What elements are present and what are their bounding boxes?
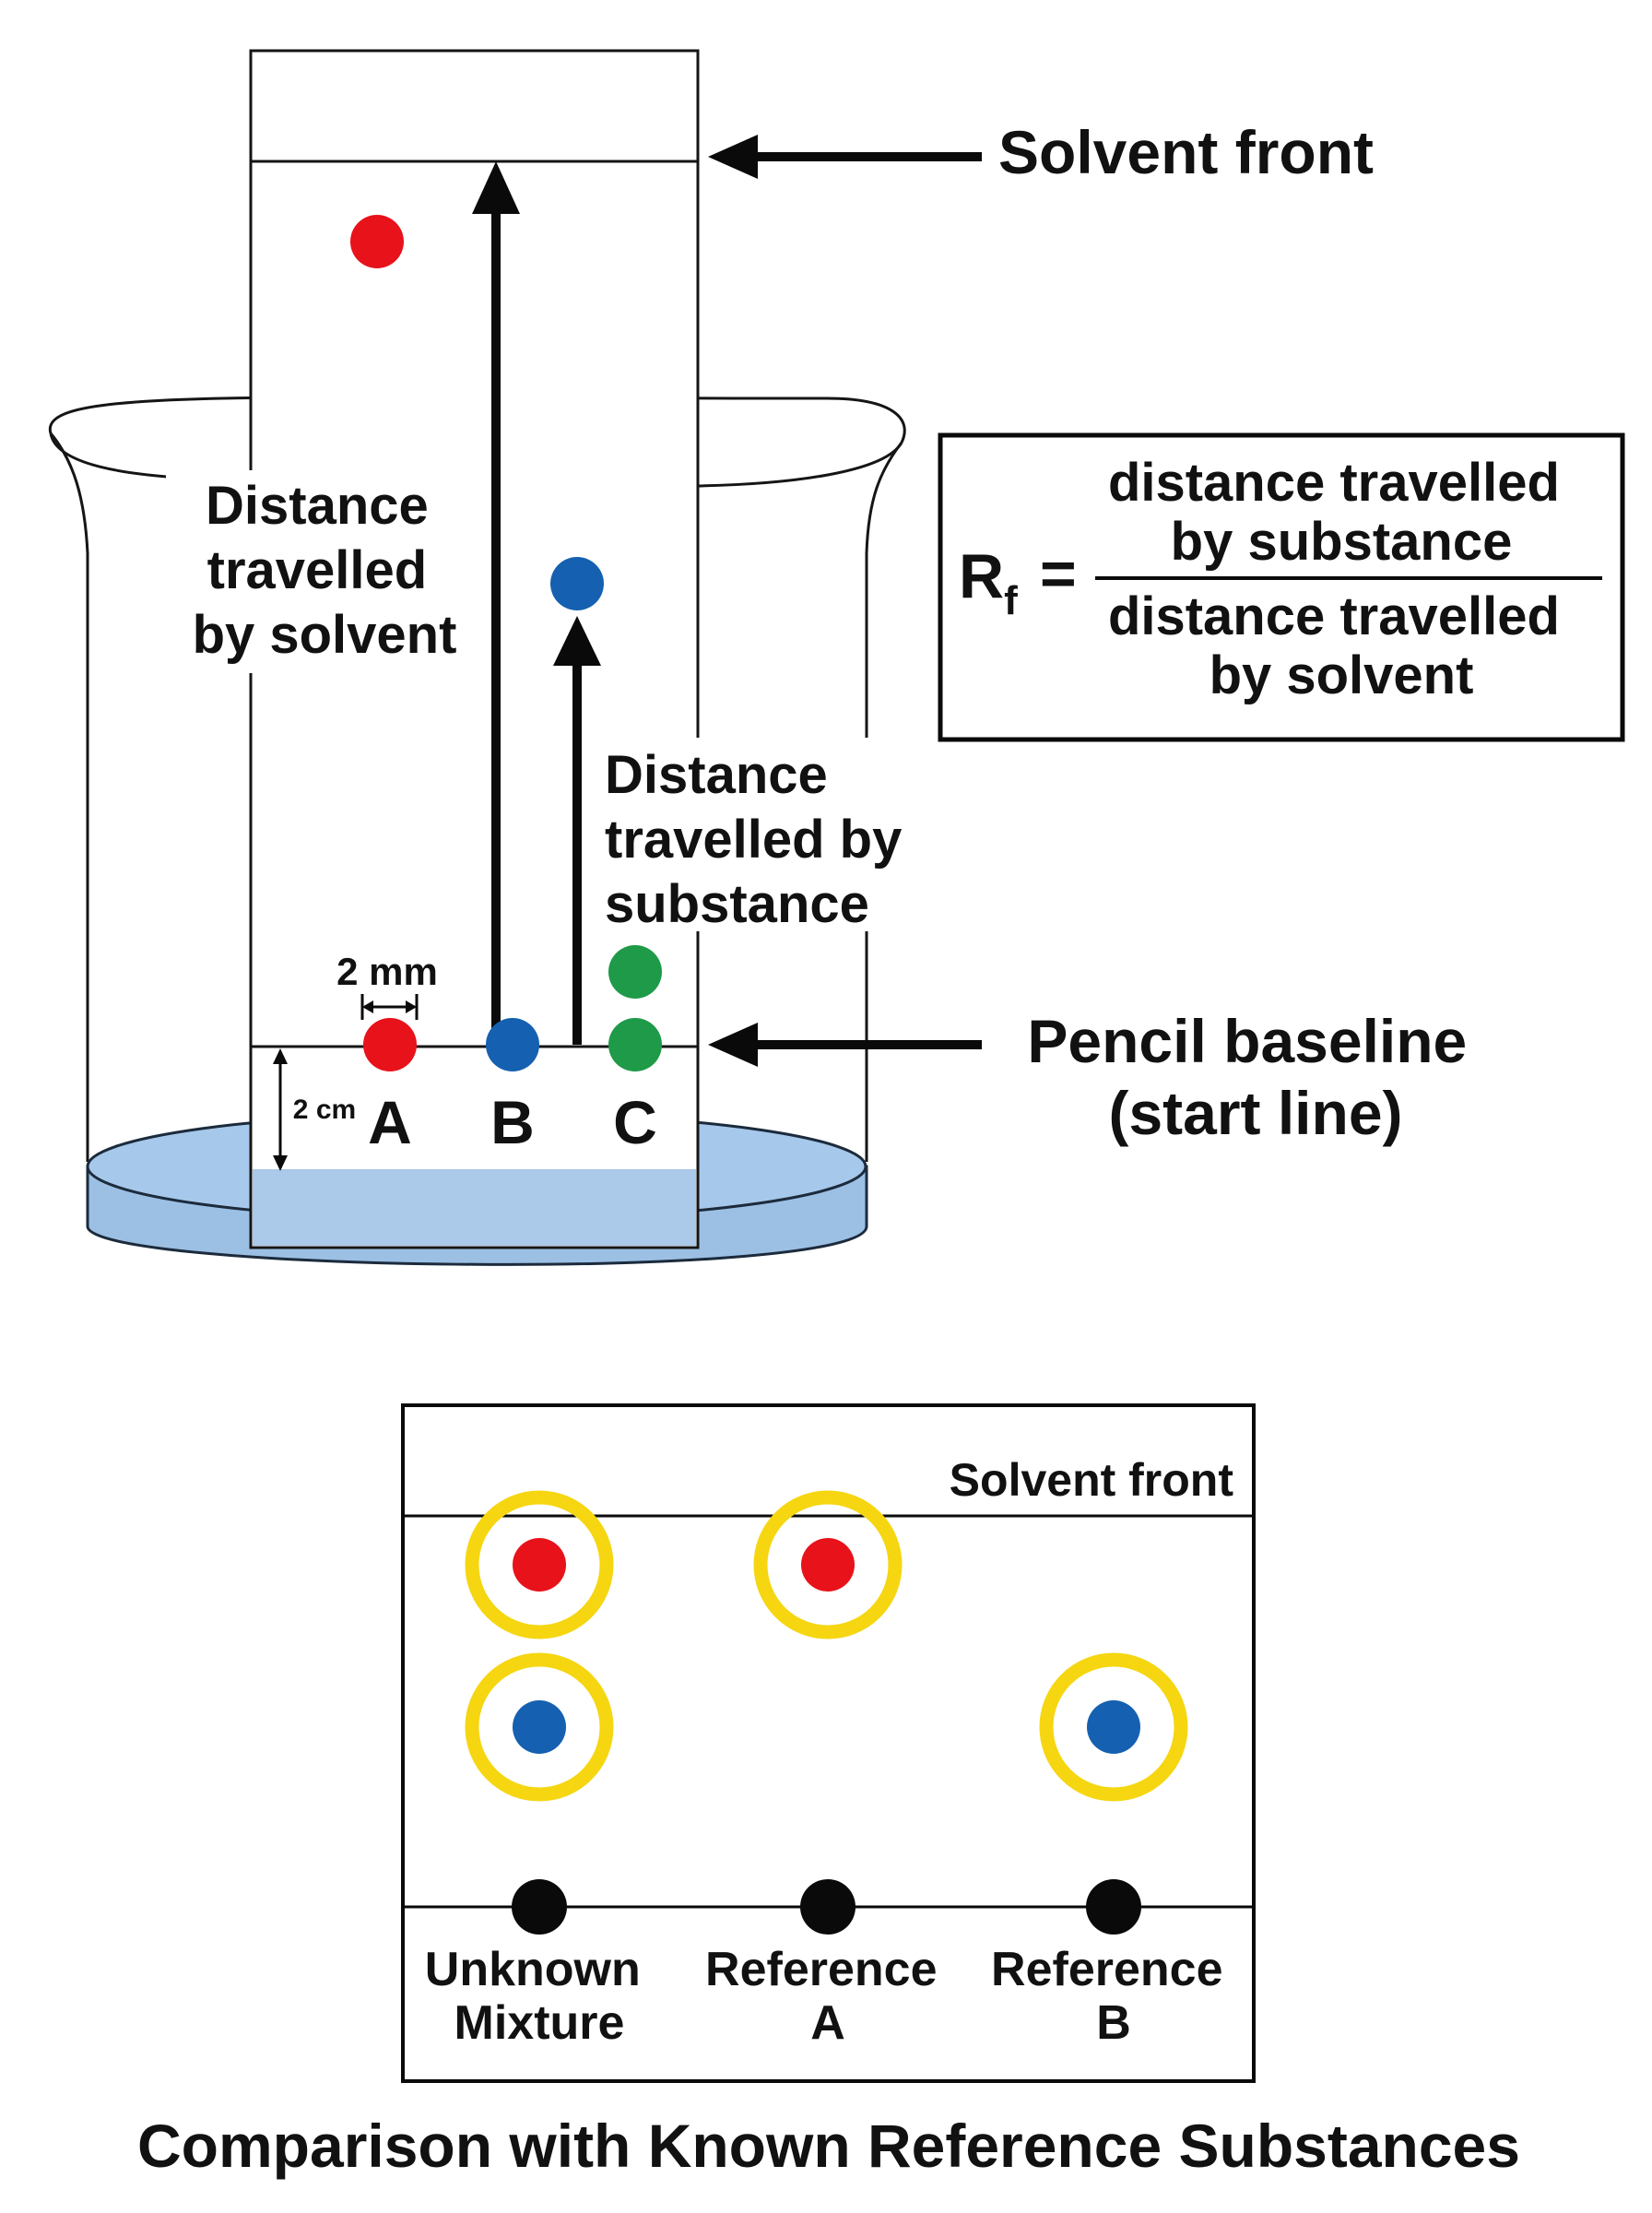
lane-label-c: C: [613, 1088, 657, 1156]
unknown-red-spot: [513, 1538, 566, 1592]
rf-formula-box: Rf = distance travelled by substance dis…: [938, 432, 1625, 742]
baseline-height-arrowhead-bottom: [273, 1155, 288, 1171]
rf-symbol: Rf: [959, 541, 1018, 623]
baseline-height-label: 2 cm: [293, 1095, 356, 1125]
spot-width-arrowhead-left: [362, 1000, 373, 1013]
spot-b-developed: [550, 557, 604, 610]
rf-numerator: distance travelled by substance: [1108, 453, 1575, 572]
unknown-red-ring: [465, 1490, 614, 1639]
solvent-distance-arrowhead: [472, 161, 520, 214]
unknown-blue-spot: [513, 1700, 566, 1754]
unknown-blue-ring: [465, 1652, 614, 1802]
spot-c-baseline: [608, 1018, 662, 1071]
lane-label-reference-b: Reference B: [991, 1943, 1236, 2050]
baseline-height-arrowhead-top: [273, 1048, 288, 1064]
spot-c-developed: [608, 945, 662, 999]
baseline-pointer-head: [708, 1023, 758, 1067]
reference-a-ring: [753, 1490, 903, 1639]
pencil-baseline-label: Pencil baseline (start line): [1027, 1007, 1483, 1147]
spot-b-baseline: [486, 1018, 539, 1071]
solvent-front-label: Solvent front: [998, 118, 1374, 186]
comparison-panel: Solvent front Unknown Mixture Reference …: [401, 1403, 1256, 2083]
distance-solvent-label: Distance travelled by solvent: [193, 476, 457, 665]
lane-label-unknown: Unknown Mixture: [425, 1943, 654, 2050]
beaker-rim-front-right: [697, 442, 903, 488]
spot-a-baseline: [363, 1018, 417, 1071]
reference-b-ring: [1039, 1652, 1188, 1802]
solvent-front-pointer-head: [708, 135, 758, 179]
beaker-right-wall: [865, 442, 903, 1162]
reference-b-baseline-spot: [1086, 1879, 1141, 1935]
distance-substance-label: Distance travelled by substance: [605, 745, 917, 934]
lane-label-a: A: [368, 1088, 412, 1156]
comparison-solvent-front-label: Solvent front: [950, 1454, 1234, 1506]
comparison-caption: Comparison with Known Reference Substanc…: [137, 2112, 1520, 2180]
rf-denominator: distance travelled by solvent: [1108, 586, 1575, 705]
spot-width-arrowhead-right: [406, 1000, 417, 1013]
beaker-left-wall: [49, 432, 89, 1162]
reference-b-spot: [1087, 1700, 1140, 1754]
lane-label-b: B: [490, 1088, 535, 1156]
unknown-baseline-spot: [512, 1879, 567, 1935]
lane-label-reference-a: Reference A: [705, 1943, 950, 2050]
reference-a-baseline-spot: [800, 1879, 856, 1935]
spot-a-developed: [350, 215, 404, 268]
rf-equals: =: [1040, 538, 1077, 609]
spot-width-label: 2 mm: [336, 950, 438, 993]
substance-distance-arrowhead: [553, 616, 601, 666]
reference-a-spot: [801, 1538, 855, 1592]
